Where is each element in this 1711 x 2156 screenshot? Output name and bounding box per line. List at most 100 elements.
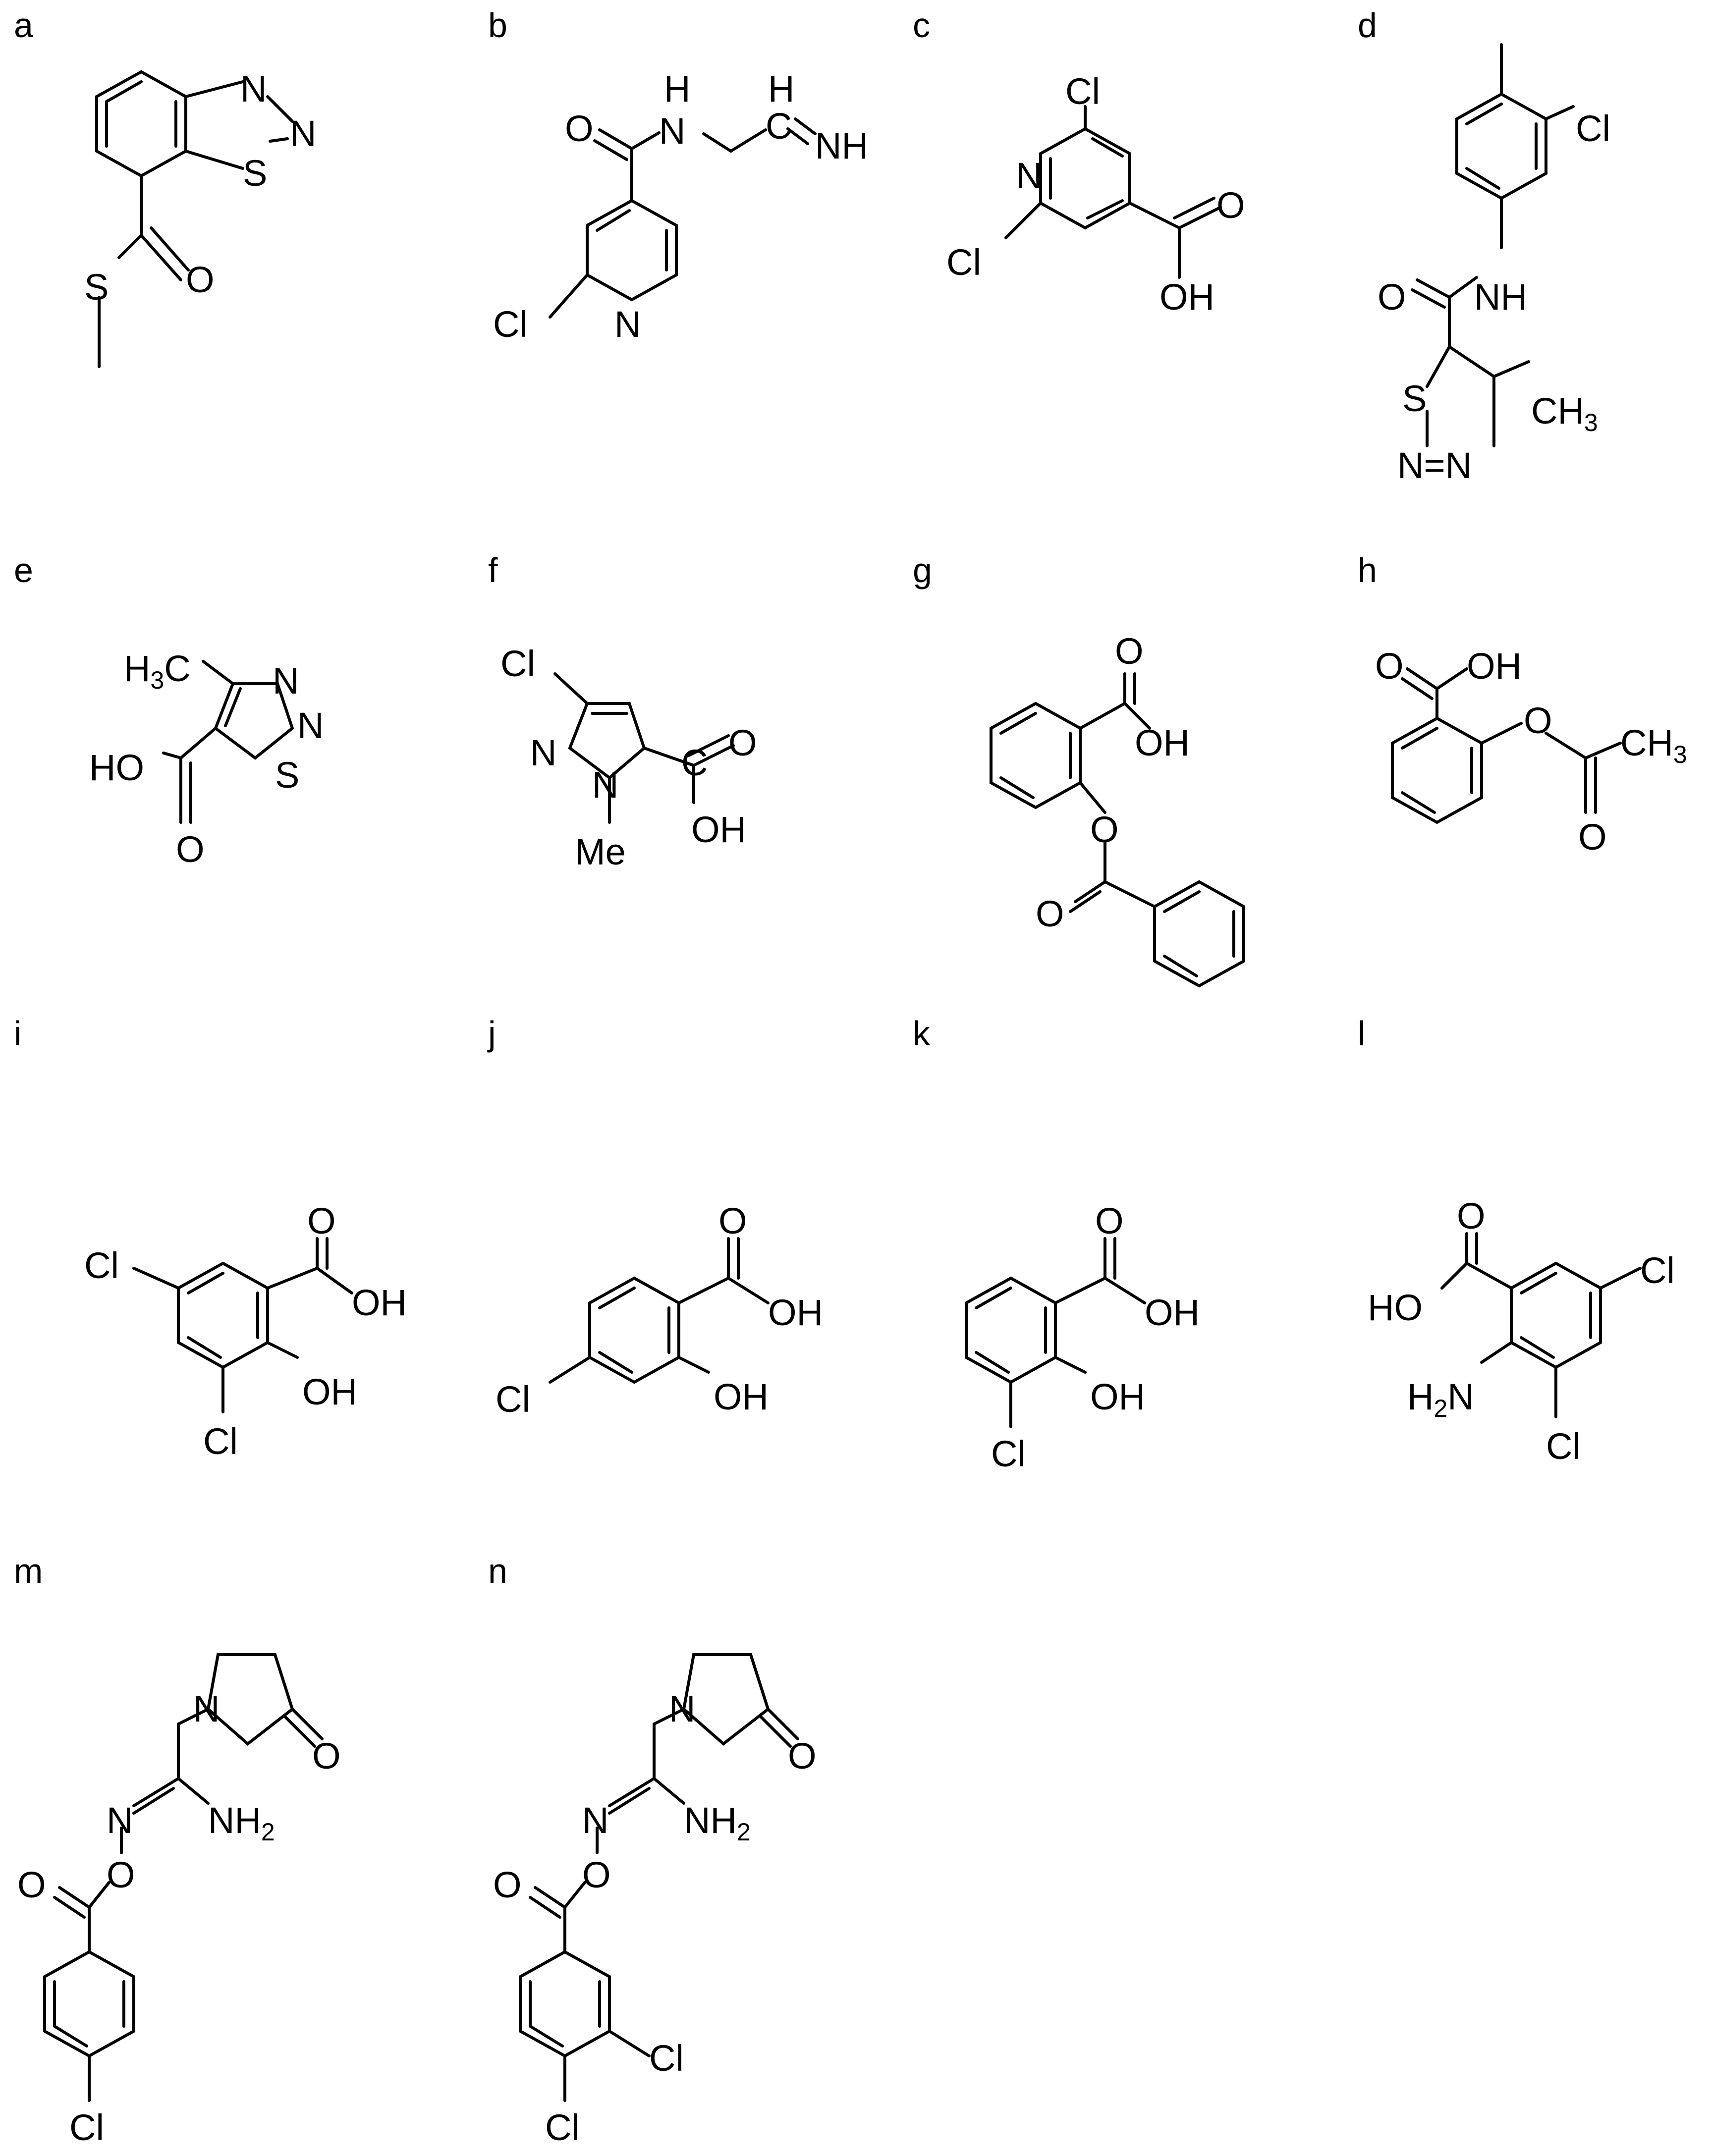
atom-S: S bbox=[1402, 378, 1427, 419]
carbonyl-double-bond bbox=[593, 139, 628, 161]
bond bbox=[1104, 1277, 1146, 1304]
atom-Cl: Cl bbox=[649, 2038, 684, 2079]
atom-NH: N bbox=[659, 110, 685, 152]
benzene-ring bbox=[1391, 716, 1483, 824]
double-bond bbox=[1163, 955, 1198, 977]
atom-OH: OH bbox=[1090, 1376, 1145, 1417]
bond bbox=[1435, 667, 1468, 690]
bond bbox=[1599, 1267, 1642, 1290]
bond bbox=[677, 1356, 710, 1374]
double-bond bbox=[999, 712, 1037, 735]
benzene-ring bbox=[1510, 1261, 1602, 1369]
structure-m: N O N NH2 O O Cl bbox=[17, 1653, 341, 2148]
panel-label-k: k bbox=[913, 1014, 931, 1053]
atom-OH: OH bbox=[302, 1371, 357, 1412]
panel-label-g: g bbox=[913, 551, 932, 590]
bond bbox=[177, 1777, 210, 1805]
bond bbox=[1123, 702, 1151, 730]
bond bbox=[702, 132, 732, 153]
bond bbox=[608, 2030, 651, 2057]
atom-N: N bbox=[592, 764, 618, 806]
bond bbox=[88, 1881, 110, 1909]
atom-O: O bbox=[107, 1854, 135, 1895]
panel-label-b: b bbox=[488, 6, 507, 45]
atom-H3C: H3C bbox=[124, 648, 191, 694]
bond bbox=[266, 1267, 319, 1290]
atom-Cl: Cl bbox=[496, 1379, 530, 1420]
atom-H: H bbox=[664, 68, 690, 109]
bond bbox=[729, 128, 767, 153]
atom-Cl: Cl bbox=[1576, 108, 1610, 149]
atom-O: O bbox=[788, 1735, 817, 1777]
bond bbox=[184, 150, 244, 170]
atom-S: S bbox=[243, 153, 267, 194]
atom-O: O bbox=[312, 1735, 341, 1777]
atom-NH2: NH2 bbox=[208, 1800, 275, 1846]
structure-k: O OH OH Cl bbox=[965, 1200, 1200, 1474]
double-bond bbox=[596, 209, 631, 232]
benzene-ring bbox=[519, 1950, 611, 2058]
atom-O: O bbox=[582, 1854, 611, 1895]
pyrrolidinone-ring bbox=[682, 1653, 770, 1746]
carbonyl-double-bond bbox=[150, 226, 190, 271]
double-bond bbox=[1401, 727, 1438, 750]
structure-d: Cl O NH CH3 S N=N bbox=[1378, 43, 1610, 486]
atom-Cl: Cl bbox=[946, 242, 981, 283]
double-bond bbox=[975, 1287, 1012, 1309]
bond bbox=[549, 1356, 591, 1384]
bond bbox=[162, 752, 182, 759]
bond bbox=[643, 747, 695, 767]
double-bond bbox=[598, 1351, 633, 1374]
atom-O: O bbox=[1457, 1195, 1486, 1237]
bond bbox=[266, 1341, 299, 1359]
atom-CH3: CH3 bbox=[1531, 390, 1598, 436]
atom-CH3: CH3 bbox=[1620, 722, 1687, 768]
carbonyl-double-bond bbox=[291, 1708, 324, 1740]
atom-O: O bbox=[17, 1864, 46, 1905]
atom-OH: OH bbox=[1467, 646, 1522, 687]
bond bbox=[1104, 880, 1156, 908]
bond bbox=[1079, 702, 1126, 730]
atom-O: O bbox=[1378, 276, 1406, 318]
atom-OH: OH bbox=[1145, 1292, 1200, 1333]
bond bbox=[549, 273, 589, 319]
double-bond bbox=[598, 1287, 636, 1309]
atom-OH: OH bbox=[1159, 276, 1214, 318]
panel-label-c: c bbox=[913, 6, 930, 45]
structure-n: N O N NH2 O O Cl Cl bbox=[493, 1653, 817, 2148]
double-bond bbox=[1520, 1272, 1557, 1294]
bond bbox=[553, 672, 589, 705]
atom-N: N bbox=[273, 660, 299, 701]
atom-OH: OH bbox=[352, 1282, 407, 1323]
structure-j: O OH Cl OH bbox=[496, 1200, 823, 1420]
atom-NH: NH bbox=[815, 125, 868, 166]
bond bbox=[1448, 276, 1478, 299]
carbonyl-double-bond bbox=[58, 1886, 91, 1909]
carbonyl-double-bond bbox=[767, 1708, 799, 1740]
bond bbox=[177, 1708, 210, 1725]
carbonyl-double-bond bbox=[1401, 677, 1434, 700]
double-bond bbox=[1086, 199, 1124, 219]
structure-g: O OH O O bbox=[990, 631, 1245, 988]
bond bbox=[1004, 202, 1042, 239]
bond bbox=[1492, 360, 1530, 378]
carbonyl-double-bond bbox=[1411, 288, 1446, 309]
carbonyl-double-bond bbox=[534, 1886, 566, 1909]
bond bbox=[179, 727, 217, 759]
atom-N: N bbox=[669, 1688, 695, 1729]
carbonyl-double-bond bbox=[140, 234, 182, 281]
structure-l: O HO Cl H2N Cl bbox=[1368, 1195, 1675, 1467]
double-bond bbox=[1091, 137, 1124, 158]
pyridine-ring bbox=[586, 199, 678, 302]
carbonyl-double-bond bbox=[1069, 890, 1102, 913]
benzene-ring bbox=[1455, 92, 1547, 200]
panel-label-i: i bbox=[14, 1014, 22, 1053]
pyridine-ring bbox=[1039, 127, 1131, 230]
atom-O: O bbox=[1216, 185, 1245, 226]
panel-label-a: a bbox=[14, 6, 33, 45]
atom-O: O bbox=[1090, 809, 1119, 850]
bond bbox=[727, 1277, 770, 1304]
bond bbox=[1465, 1262, 1513, 1290]
pyrazole-ring bbox=[568, 702, 646, 780]
bond bbox=[1426, 345, 1451, 388]
